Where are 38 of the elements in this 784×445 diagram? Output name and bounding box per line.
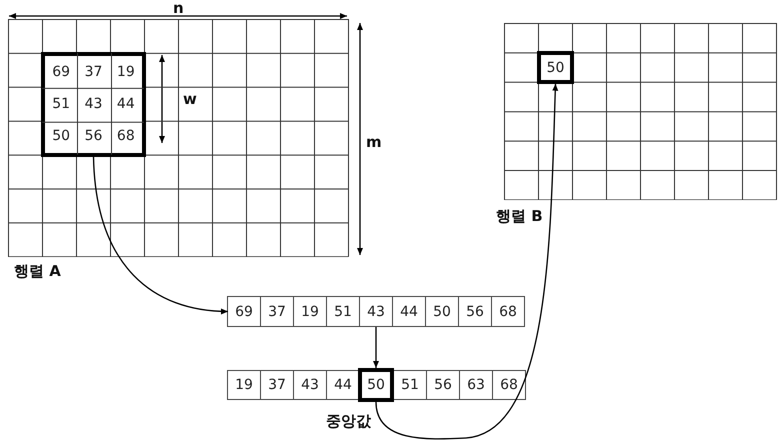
number-cell: 56 <box>426 370 460 400</box>
dimension-label: w <box>183 90 197 108</box>
number-cell: 19 <box>293 296 327 327</box>
median-label: 중앙값 <box>326 412 371 431</box>
dimension-label: m <box>366 133 382 151</box>
matrix-label: 행렬 B <box>496 207 543 226</box>
number-cell: 44 <box>392 296 426 327</box>
number-cell: 43 <box>293 370 327 400</box>
cell-value: 50 <box>52 128 70 144</box>
dimension-label: n <box>173 0 184 17</box>
cell-value: 37 <box>84 64 102 80</box>
number-cell: 56 <box>458 296 492 327</box>
cell-value: 69 <box>52 64 70 80</box>
number-cell: 19 <box>227 370 261 400</box>
number-cell: 37 <box>260 370 294 400</box>
cell-value: 51 <box>52 96 70 112</box>
number-cell: 68 <box>491 296 525 327</box>
number-cell: 68 <box>492 370 526 400</box>
number-cell: 69 <box>227 296 261 327</box>
number-cell: 50 <box>425 296 459 327</box>
arrow <box>373 327 379 368</box>
cell-value: 56 <box>84 128 102 144</box>
cell-value: 50 <box>546 60 564 76</box>
cell-value: 68 <box>116 128 135 144</box>
number-cell: 51 <box>393 370 427 400</box>
number-cell: 51 <box>326 296 360 327</box>
median-cell: 50 <box>358 368 394 402</box>
window-frame <box>41 52 146 157</box>
arrow <box>92 156 228 314</box>
cell-value: 43 <box>84 96 102 112</box>
number-cell: 43 <box>359 296 393 327</box>
arrow <box>375 84 558 440</box>
matrix-label: 행렬 A <box>14 262 61 281</box>
window-frame <box>537 51 574 84</box>
cell-value: 19 <box>116 64 135 80</box>
number-cell: 37 <box>260 296 294 327</box>
number-cell: 63 <box>459 370 493 400</box>
cell-value: 44 <box>116 96 135 112</box>
